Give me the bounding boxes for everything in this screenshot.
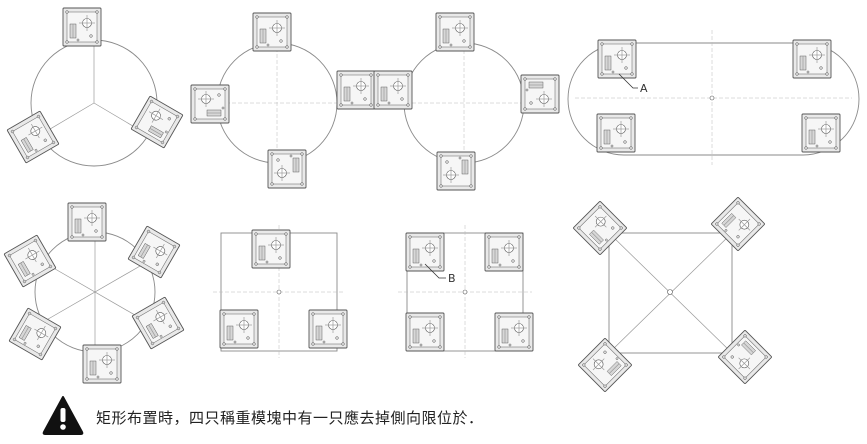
module-pad xyxy=(190,84,230,124)
layout-circle-three xyxy=(6,7,184,167)
module-pad xyxy=(308,309,348,349)
module-pad xyxy=(62,7,102,47)
layout-circle-six xyxy=(3,202,185,384)
warning-triangle-icon xyxy=(42,396,84,435)
module-pad xyxy=(710,196,766,252)
module-pad xyxy=(6,110,60,164)
module-pad xyxy=(436,151,476,191)
module-pad xyxy=(484,232,524,272)
module-pad xyxy=(130,95,184,149)
module-pad xyxy=(792,39,832,79)
module-pad xyxy=(596,113,636,153)
module-pad xyxy=(82,344,122,384)
module-pad xyxy=(520,74,560,114)
module-pad xyxy=(801,113,841,153)
module-pad xyxy=(67,202,107,242)
module-pad xyxy=(435,12,475,52)
module-pad xyxy=(336,70,376,110)
layout-note: 矩形布置時，四只稱重模塊中有一只應去掉側向限位於． xyxy=(96,409,484,427)
module-pad xyxy=(373,70,413,110)
layout-circle-four-a xyxy=(190,12,376,189)
module-pad xyxy=(717,329,773,385)
module-pad xyxy=(252,12,292,52)
module-pad xyxy=(131,296,185,350)
module-pad xyxy=(251,229,291,269)
module-pad xyxy=(267,149,307,189)
layout-circle-four-b xyxy=(373,12,560,191)
module-pad xyxy=(597,39,637,79)
layout-rectangle-three xyxy=(213,225,348,358)
module-pad xyxy=(127,225,181,279)
module-pad xyxy=(572,200,628,256)
callout-label-a: A xyxy=(640,82,648,95)
layout-square-diagonal-four xyxy=(572,196,773,393)
callout-label-b: B xyxy=(448,272,456,285)
module-pad xyxy=(219,309,259,349)
layout-obround-four: A xyxy=(567,30,860,165)
module-pad xyxy=(3,234,57,288)
module-pad xyxy=(405,312,445,352)
module-pad xyxy=(494,312,534,352)
module-pad xyxy=(577,337,633,393)
layout-rectangle-four: B xyxy=(398,225,534,358)
module-pad xyxy=(405,232,445,272)
